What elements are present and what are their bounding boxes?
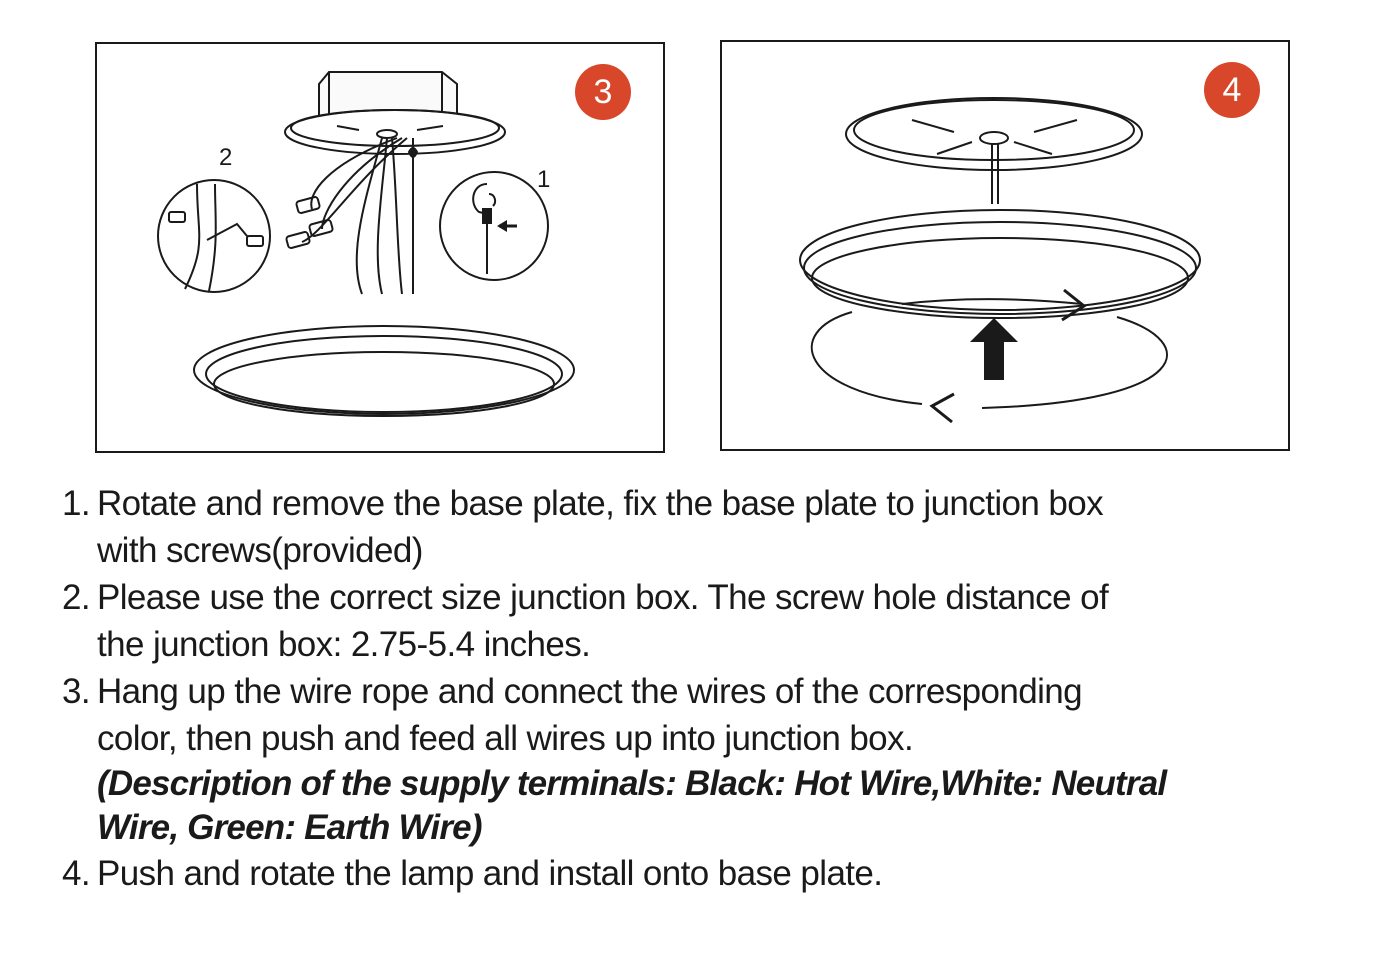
instruction-item-2: 2. Please use the correct size junction …: [62, 574, 1352, 668]
instruction-number: 4.: [62, 854, 91, 893]
figure-step-4: 4: [720, 40, 1290, 451]
instruction-continuation: color, then push and feed all wires up i…: [97, 719, 914, 758]
instruction-item-4: 4. Push and rotate the lamp and install …: [62, 850, 1352, 897]
instruction-text: Rotate and remove the base plate, fix th…: [97, 484, 1104, 523]
supply-terminals-note-line-1: (Description of the supply terminals: Bl…: [97, 764, 1167, 803]
instruction-number: 2.: [62, 578, 91, 617]
instruction-continuation: the junction box: 2.75-5.4 inches.: [97, 625, 591, 664]
figure-step-3: 2 1 3: [95, 42, 665, 453]
wiring-illustration: [157, 71, 575, 417]
instruction-number: 1.: [62, 484, 91, 523]
step-badge-4: 4: [1204, 62, 1260, 118]
rotate-illustration: [799, 97, 1201, 424]
instruction-text: Hang up the wire rope and connect the wi…: [97, 672, 1083, 711]
step-badge-3: 3: [575, 64, 631, 120]
supply-terminals-note-line-2: Wire, Green: Earth Wire): [97, 808, 483, 847]
instruction-text: Push and rotate the lamp and install ont…: [97, 854, 883, 893]
instruction-list: 1. Rotate and remove the base plate, fix…: [62, 480, 1352, 897]
instruction-continuation: with screws(provided): [97, 531, 423, 570]
instruction-item-1: 1. Rotate and remove the base plate, fix…: [62, 480, 1352, 574]
callout-number-1: 1: [537, 166, 551, 193]
callout-number-2: 2: [219, 144, 233, 171]
instruction-number: 3.: [62, 672, 91, 711]
instruction-text: Please use the correct size junction box…: [97, 578, 1109, 617]
instruction-item-3: 3. Hang up the wire rope and connect the…: [62, 668, 1352, 850]
